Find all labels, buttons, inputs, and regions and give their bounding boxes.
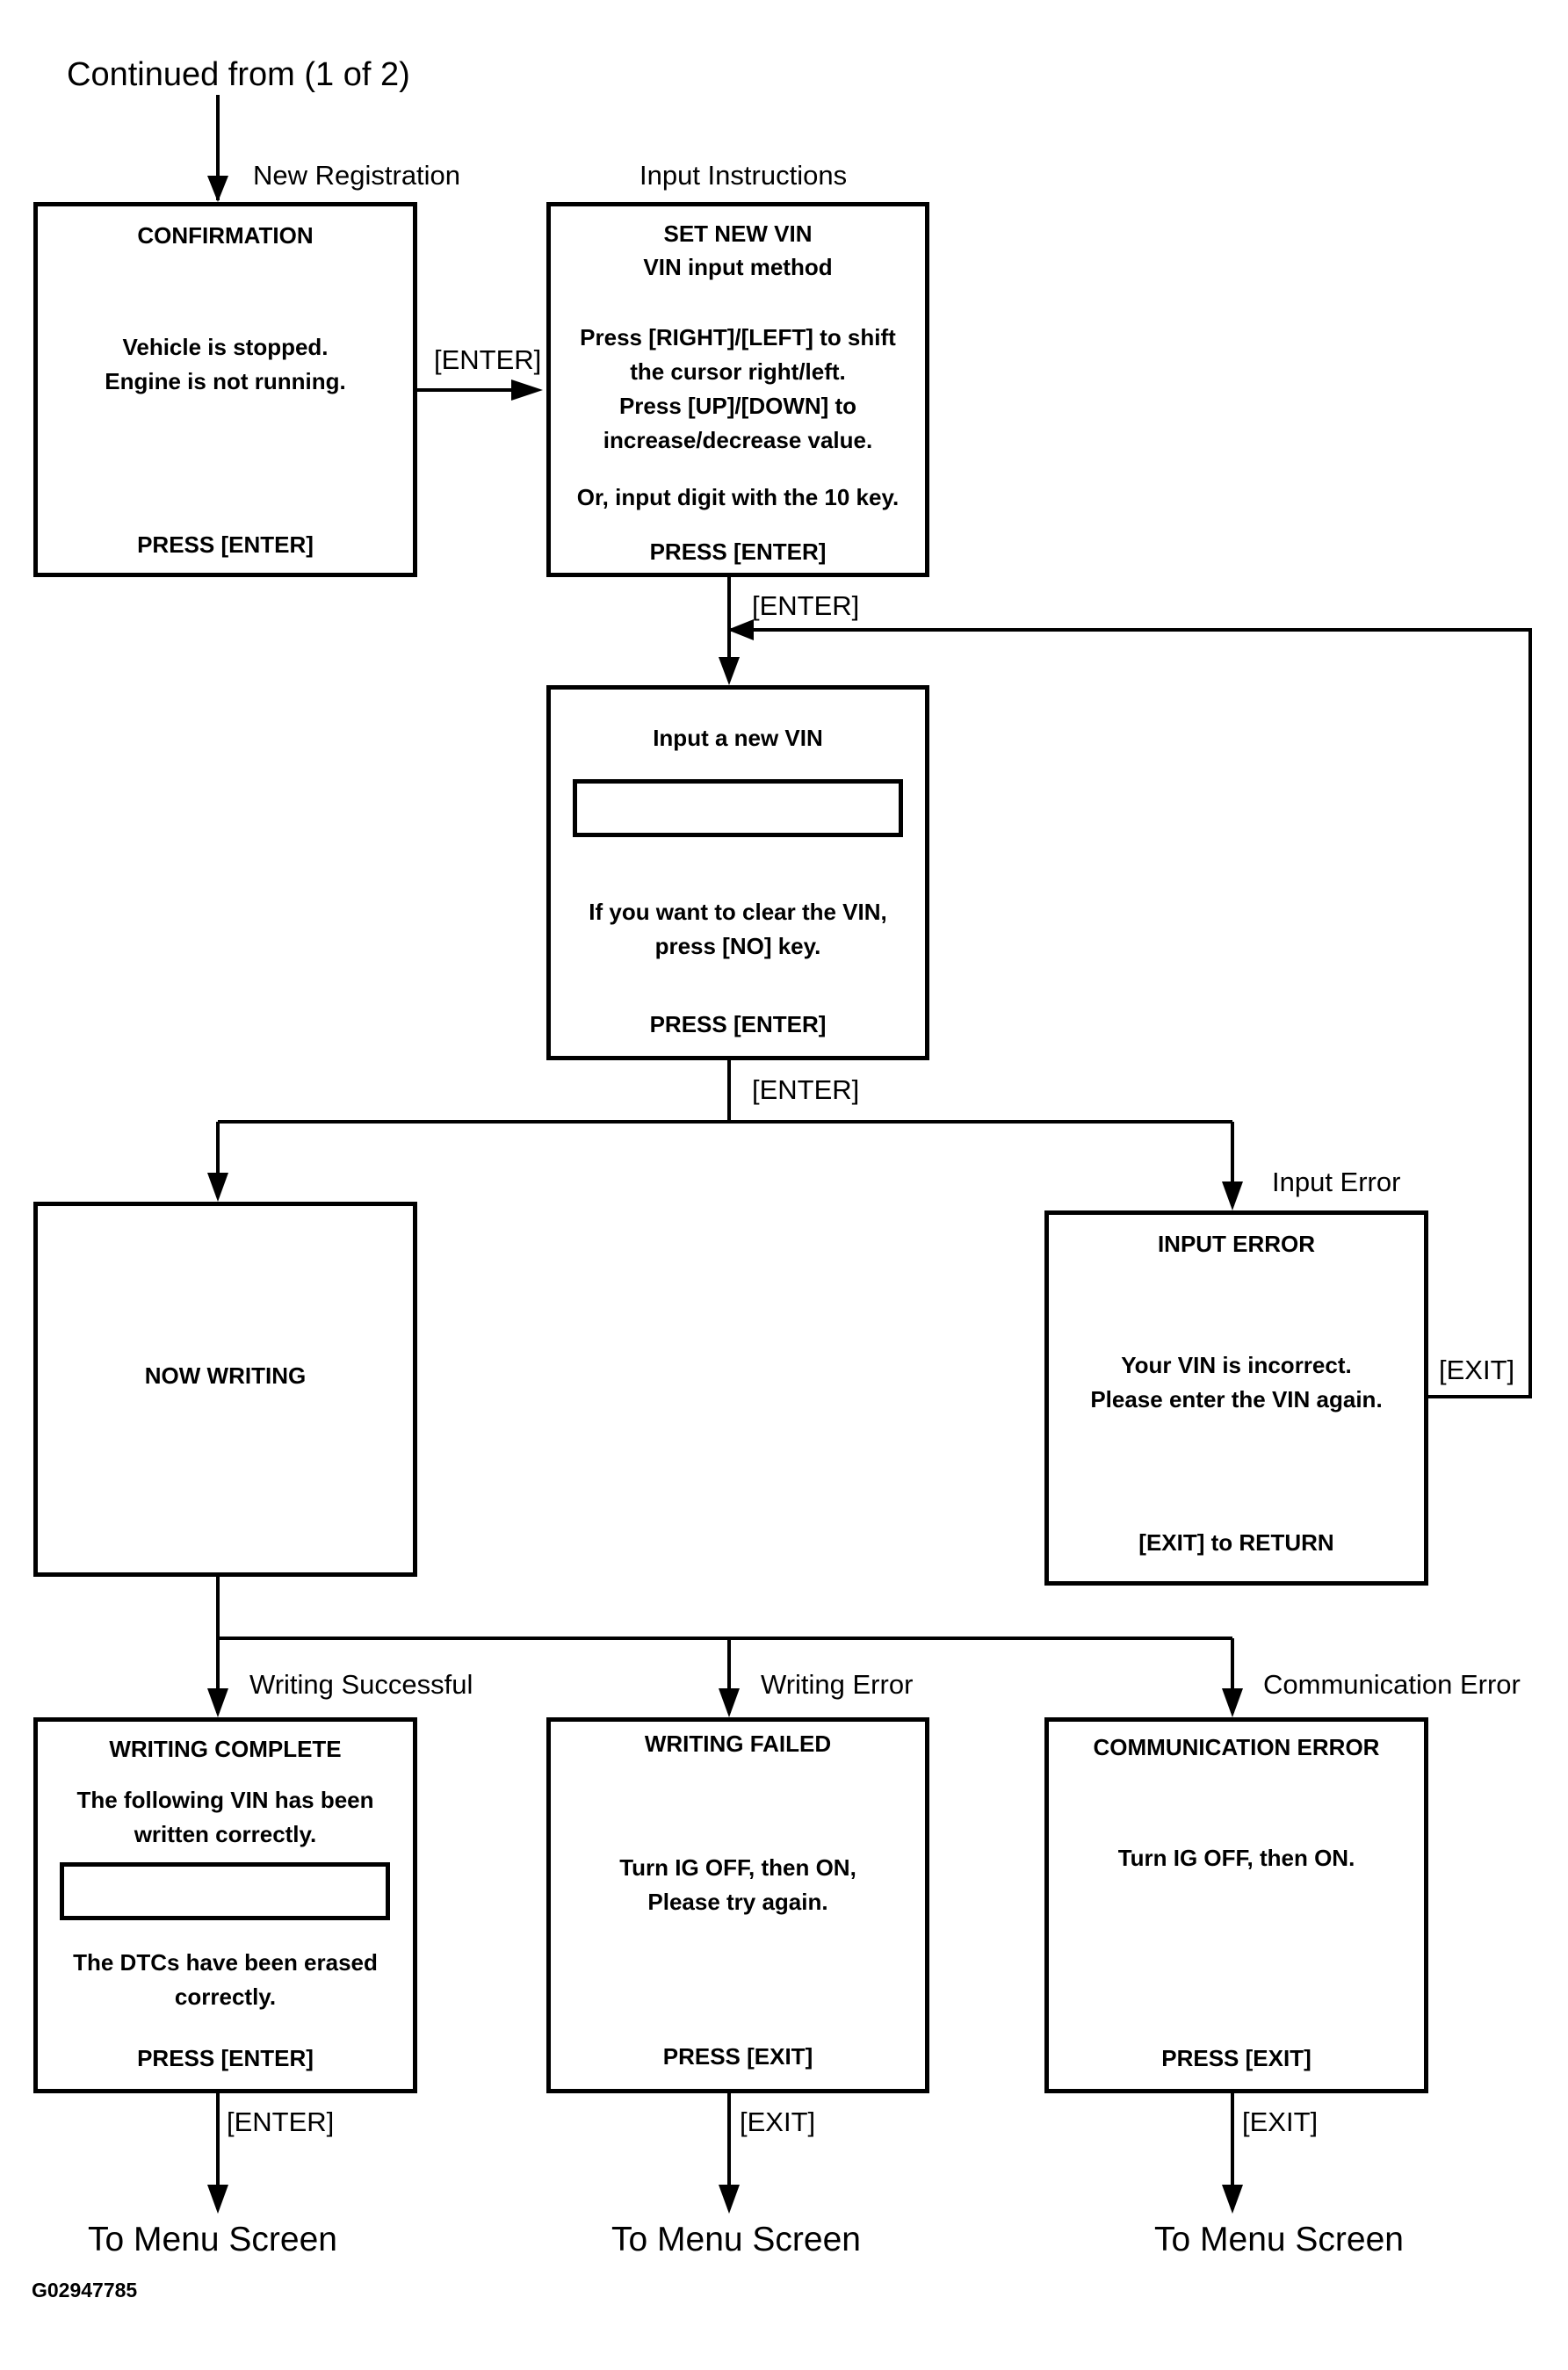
label-communication-error: Communication Error	[1263, 1669, 1521, 1700]
confirmation-title: CONFIRMATION	[137, 222, 314, 249]
set-new-vin-title: SET NEW VIN	[663, 220, 813, 247]
writing-failed-line1: Turn IG OFF, then ON,	[619, 1854, 856, 1881]
loop-input-error-to-input	[729, 628, 1532, 1398]
arrowhead-menu-3	[1222, 2185, 1243, 2214]
input-error-line2: Please enter the VIN again.	[1090, 1386, 1383, 1413]
set-new-vin-line5: Or, input digit with the 10 key.	[576, 484, 900, 510]
confirmation-line2: Engine is not running.	[105, 368, 346, 394]
image-code: G02947785	[32, 2279, 138, 2301]
writing-failed-line2: Please try again.	[647, 1889, 828, 1915]
writing-failed-box: WRITING FAILED Turn IG OFF, then ON, Ple…	[546, 1717, 929, 2093]
label-input-error: Input Error	[1272, 1167, 1401, 1197]
set-new-vin-line4: increase/decrease value.	[603, 427, 873, 453]
input-vin-line2: press [NO] key.	[654, 933, 821, 959]
label-input-instructions: Input Instructions	[639, 160, 848, 191]
writing-complete-line4: correctly.	[174, 1983, 277, 2010]
label-enter-1: [ENTER]	[434, 344, 542, 375]
written-vin-display	[60, 1862, 390, 1920]
label-exit-2: [EXIT]	[1242, 2106, 1319, 2137]
arrowhead-loop	[727, 619, 754, 640]
input-vin-title: Input a new VIN	[653, 725, 823, 751]
set-new-vin-subtitle: VIN input method	[643, 254, 833, 280]
writing-complete-box: WRITING COMPLETE The following VIN has b…	[33, 1717, 417, 2093]
label-writing-successful: Writing Successful	[249, 1669, 473, 1700]
arrowhead-menu-1	[207, 2185, 228, 2214]
set-new-vin-line3: Press [UP]/[DOWN] to	[618, 393, 857, 419]
arrowhead-input-error	[1222, 1181, 1243, 1210]
writing-complete-line1: The following VIN has been	[76, 1787, 374, 1813]
communication-error-line1: Turn IG OFF, then ON.	[1117, 1845, 1355, 1871]
set-new-vin-line2: the cursor right/left.	[630, 358, 846, 385]
input-error-footer: [EXIT] to RETURN	[1138, 1529, 1334, 1556]
start-label: Continued from (1 of 2)	[67, 56, 410, 93]
input-error-title: INPUT ERROR	[1157, 1231, 1316, 1257]
confirmation-line1: Vehicle is stopped.	[122, 334, 329, 360]
confirmation-footer: PRESS [ENTER]	[137, 531, 314, 558]
arrowhead-menu-2	[719, 2185, 740, 2214]
arrowhead-confirmation	[207, 176, 228, 202]
arrowhead-input	[719, 657, 740, 685]
arrowhead-writing-complete	[207, 1688, 228, 1717]
communication-error-footer: PRESS [EXIT]	[1161, 2045, 1311, 2071]
now-writing-box: NOW WRITING	[33, 1202, 417, 1577]
writing-failed-footer: PRESS [EXIT]	[662, 2043, 813, 2070]
menu-screen-endpoint-2: To Menu Screen	[611, 2221, 861, 2258]
confirmation-box: CONFIRMATION Vehicle is stopped. Engine …	[33, 202, 417, 577]
label-enter-2: [ENTER]	[752, 590, 860, 621]
writing-complete-line2: written correctly.	[134, 1821, 317, 1847]
set-new-vin-footer: PRESS [ENTER]	[649, 538, 827, 565]
input-vin-box: Input a new VIN If you want to clear the…	[546, 685, 929, 1060]
vin-input-field[interactable]	[573, 779, 903, 837]
arrowhead-setvin	[511, 379, 543, 401]
input-vin-line1: If you want to clear the VIN,	[589, 899, 887, 925]
communication-error-title: COMMUNICATION ERROR	[1093, 1734, 1380, 1760]
communication-error-box: COMMUNICATION ERROR Turn IG OFF, then ON…	[1044, 1717, 1428, 2093]
label-enter-3: [ENTER]	[752, 1074, 860, 1105]
input-error-line1: Your VIN is incorrect.	[1121, 1352, 1352, 1378]
input-vin-footer: PRESS [ENTER]	[649, 1011, 827, 1037]
set-new-vin-line1: Press [RIGHT]/[LEFT] to shift	[580, 324, 896, 350]
arrowhead-now-writing	[207, 1173, 228, 1202]
label-enter-4: [ENTER]	[227, 2106, 335, 2137]
label-writing-error: Writing Error	[761, 1669, 914, 1700]
writing-failed-title: WRITING FAILED	[644, 1731, 832, 1757]
label-new-registration: New Registration	[253, 160, 461, 191]
arrowhead-comm-error	[1222, 1688, 1243, 1717]
input-error-box: INPUT ERROR Your VIN is incorrect. Pleas…	[1044, 1210, 1428, 1586]
label-exit-loop: [EXIT]	[1439, 1355, 1515, 1385]
label-exit-1: [EXIT]	[740, 2106, 816, 2137]
now-writing-title: NOW WRITING	[144, 1362, 307, 1389]
writing-complete-title: WRITING COMPLETE	[109, 1736, 342, 1762]
writing-complete-line3: The DTCs have been erased	[73, 1949, 378, 1976]
writing-complete-footer: PRESS [ENTER]	[137, 2045, 314, 2071]
arrowhead-writing-failed	[719, 1688, 740, 1717]
set-new-vin-box: SET NEW VIN VIN input method Press [RIGH…	[546, 202, 929, 577]
menu-screen-endpoint-3: To Menu Screen	[1154, 2221, 1404, 2258]
menu-screen-endpoint-1: To Menu Screen	[88, 2221, 337, 2258]
